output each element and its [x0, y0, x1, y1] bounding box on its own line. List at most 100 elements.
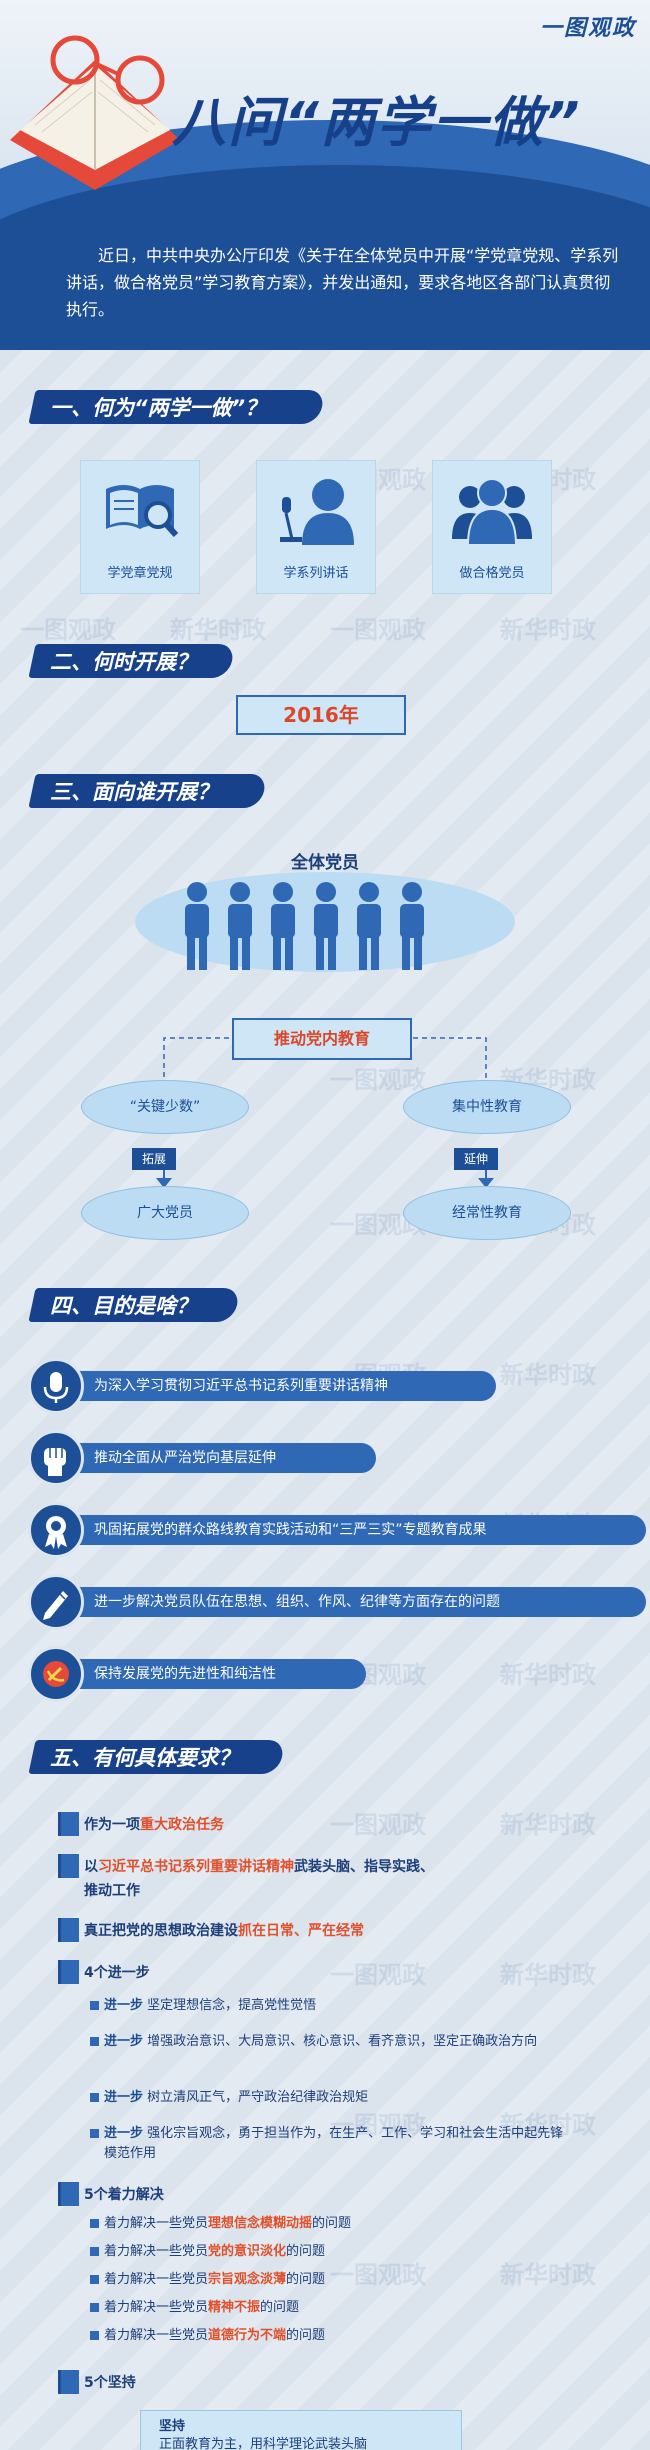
bullet-square-icon: [90, 2037, 99, 2046]
watermark: 新华时政: [500, 1961, 596, 1989]
watermark: 一图观政: [20, 616, 116, 644]
section-heading-who: 三、面向谁开展？: [28, 770, 332, 812]
watermark: 一图观政: [330, 1961, 426, 1989]
solve-text: 着力解决一些党员: [104, 2244, 209, 2259]
step-key: 进一步: [104, 2090, 144, 2105]
bullet-square-icon: [90, 2303, 99, 2312]
card-speeches: 学系列讲话: [256, 460, 376, 594]
party-members-figures: [185, 882, 424, 970]
pencil-icon: [28, 1574, 84, 1630]
goal-text: 保持发展党的先进性和纯洁性: [94, 1666, 276, 1682]
solve-highlight: 理想信念模糊动摇: [208, 2216, 313, 2231]
step-item: 进一步 树立清风正气，严守政治纪律政治规矩: [90, 2088, 574, 2108]
bookmark-icon: [58, 1812, 79, 1836]
goal-item: 为深入学习贯彻习近平总书记系列重要讲话精神: [28, 1358, 608, 1414]
bullet-square-icon: [90, 2093, 99, 2102]
header-wave: [0, 165, 650, 350]
solve-text: 着力解决一些党员: [104, 2300, 209, 2315]
section-heading-text: 三、面向谁开展？: [50, 780, 218, 804]
persist-title: 坚持: [159, 2419, 186, 2434]
solve-item: 着力解决一些党员道德行为不端的问题: [90, 2326, 574, 2346]
watermark: 新华时政: [500, 2111, 596, 2139]
solve-highlight: 精神不振: [208, 2300, 261, 2315]
goal-bar: [56, 1515, 646, 1545]
brand-tag: 一图观政: [539, 16, 636, 41]
goal-bar: [56, 1587, 646, 1617]
section-heading-text: 二、何时开展？: [50, 650, 197, 674]
requirement-item: 4个进一步: [58, 1960, 610, 1984]
requirement-item: 以习近平总书记系列重要讲话精神武装头脑、指导实践、: [58, 1854, 610, 1878]
step-text: 树立清风正气，严守政治纪律政治规矩: [147, 2090, 369, 2105]
req-text: 真正把党的思想政治建设: [84, 1923, 238, 1939]
goal-text: 为深入学习贯彻习近平总书记系列重要讲话精神: [94, 1378, 388, 1394]
step-key: 进一步: [104, 1998, 144, 2013]
card-qualified-member: 做合格党员: [432, 460, 552, 594]
solve-highlight: 宗旨观念淡薄: [208, 2272, 287, 2287]
watermark: 新华时政: [500, 2261, 596, 2289]
bookmark-icon: [58, 1918, 79, 1942]
step-item: 进一步 增强政治意识、大局意识、核心意识、看齐意识，坚定正确政治方向: [90, 2032, 574, 2052]
goal-item: 进一步解决党员队伍在思想、组织、作风、纪律等方面存在的问题: [28, 1574, 646, 1630]
goal-item: 保持发展党的先进性和纯洁性: [28, 1646, 608, 1702]
bookmark-icon: [58, 1854, 79, 1878]
section-heading-text: 一、何为“两学一做”？: [50, 396, 267, 420]
section-heading-text: 五、有何具体要求？: [50, 1746, 239, 1770]
bullet-square-icon: [90, 2001, 99, 2010]
watermark: 新华时政: [500, 1361, 596, 1389]
requirement-item: 5个坚持: [58, 2370, 610, 2394]
goal-text: 巩固拓展党的群众路线教育实践活动和“三严三实”专题教育成果: [94, 1522, 487, 1538]
bullet-square-icon: [90, 2275, 99, 2284]
solve-text: 的问题: [286, 2328, 326, 2343]
bullet-square-icon: [90, 2331, 99, 2340]
solve-text: 的问题: [312, 2216, 352, 2231]
party-emblem-icon: [28, 1646, 84, 1702]
req-highlight: 习近平总书记系列重要讲话精神: [98, 1859, 294, 1875]
req-text: 作为一项: [84, 1817, 140, 1833]
bookmark-icon: [58, 1960, 79, 1984]
requirement-item: 真正把党的思想政治建设抓在日常、严在经常: [58, 1918, 610, 1942]
regular-education-oval: 经常性教育: [403, 1186, 571, 1240]
watermark: 一图观政: [330, 616, 426, 644]
solve-text: 的问题: [286, 2272, 326, 2287]
bullet-square-icon: [90, 2129, 99, 2138]
section-heading-requirements: 五、有何具体要求？: [28, 1736, 332, 1778]
step-item: 进一步 坚定理想信念，提高党性觉悟: [90, 1996, 574, 2016]
concentrated-education-oval: 集中性教育: [403, 1080, 571, 1134]
requirement-item: 5个着力解决: [58, 2182, 610, 2206]
masses-oval: 广大党员: [81, 1186, 249, 1240]
microphone-icon: [28, 1358, 84, 1414]
solve-item: 着力解决一些党员党的意识淡化的问题: [90, 2242, 574, 2262]
req-text: 4个进一步: [84, 1965, 150, 1981]
watermark: 一图观政: [330, 2261, 426, 2289]
goal-bar: [56, 1659, 366, 1689]
requirement-item-continued: 推动工作: [84, 1883, 140, 1899]
header-banner: 一图观政 八问“两学一做” 近日，中共中央办公厅印发《关于在全体党员中开展“学党…: [0, 0, 650, 350]
goal-item: 巩固拓展党的群众路线教育实践活动和“三严三实”专题教育成果: [28, 1502, 646, 1558]
solve-text: 着力解决一些党员: [104, 2328, 209, 2343]
req-text: 5个着力解决: [84, 2187, 164, 2203]
bookmark-icon: [58, 2182, 79, 2206]
req-highlight: 抓在日常、严在经常: [238, 1923, 364, 1939]
solve-item: 着力解决一些党员精神不振的问题: [90, 2298, 574, 2318]
bullet-square-icon: [90, 2247, 99, 2256]
solve-highlight: 道德行为不端: [208, 2328, 287, 2343]
party-education-label: 推动党内教育: [232, 1018, 412, 1060]
watermark: 一图观政: [330, 2111, 426, 2139]
step-key: 进一步: [104, 2126, 144, 2141]
goal-bar: [56, 1371, 496, 1401]
goal-bar: [56, 1443, 376, 1473]
persist-text: 正面教育为主，用科学理论武装头脑: [159, 2437, 368, 2450]
solve-text: 的问题: [286, 2244, 326, 2259]
solve-item: 着力解决一些党员理想信念模糊动摇的问题: [90, 2214, 574, 2234]
year-badge: 2016年: [236, 695, 406, 735]
watermark: 新华时政: [500, 1811, 596, 1839]
goal-item: 推动全面从严治党向基层延伸: [28, 1430, 608, 1486]
step-item: 进一步 强化宗旨观念，勇于担当作为，在生产、工作、学习和社会生活中起先锋模范作用: [90, 2124, 574, 2164]
req-text: 以: [84, 1859, 98, 1875]
step-text: 增强政治意识、大局意识、核心意识、看齐意识，坚定正确政治方向: [147, 2034, 538, 2049]
card-label: 做合格党员: [459, 566, 525, 581]
watermark: 一图观政: [330, 1811, 426, 1839]
watermark: 一图观政: [330, 1066, 426, 1094]
req-text: 武装头脑、指导实践、: [294, 1859, 434, 1875]
